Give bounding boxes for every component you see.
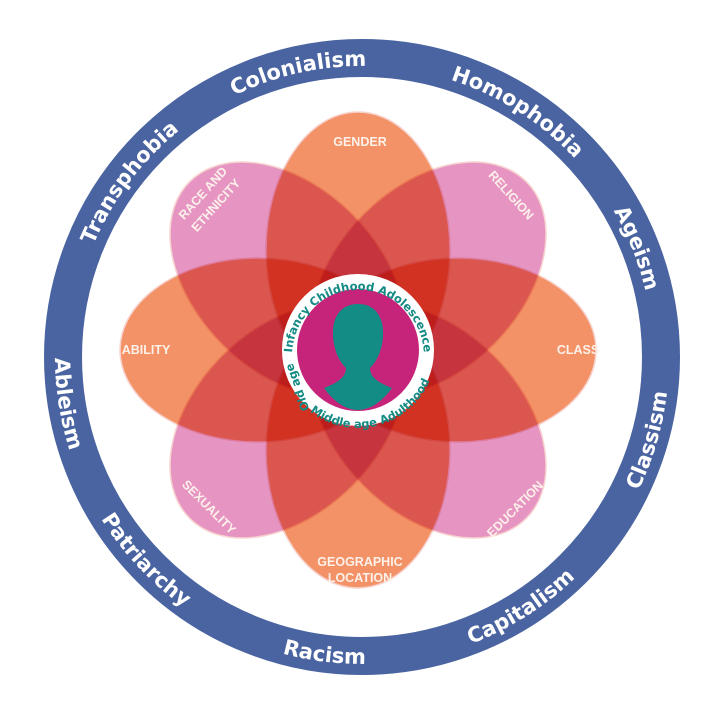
outer-ring — [44, 39, 680, 675]
ring-label-capitalism: Capitalism — [464, 564, 579, 649]
ring-label-transphobia: Transphobia — [76, 116, 183, 247]
label-gender: GENDER — [333, 135, 386, 149]
ring-label-patriarchy: Patriarchy — [97, 508, 196, 611]
label-geographic: GEOGRAPHIC — [317, 555, 402, 569]
person-head-silhouette-icon — [324, 304, 392, 410]
ring-label-homophobia: Homophobia — [449, 62, 589, 163]
label-ability: ABILITY — [122, 343, 171, 357]
label-class: CLASS — [557, 343, 599, 357]
label-location: LOCATION — [328, 571, 392, 585]
